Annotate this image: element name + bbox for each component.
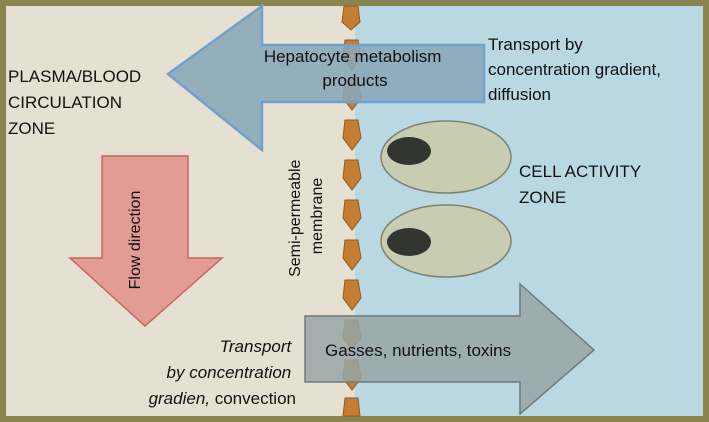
cell-nucleus — [387, 228, 431, 256]
plasma-zone-line: ZONE — [8, 119, 55, 138]
cell-zone-line: CELL ACTIVITY — [519, 162, 641, 181]
metabolism-label-line: products — [322, 71, 387, 90]
nutrients-arrow-label: Gasses, nutrients, toxins — [325, 341, 511, 360]
cell-lower — [380, 204, 512, 278]
flow-arrow-label: Flow direction — [127, 191, 144, 290]
cell-nucleus — [387, 137, 431, 165]
cell-zone-line: ZONE — [519, 188, 566, 207]
transport-out-line: Transport by — [488, 35, 583, 54]
cell-zone-label: CELL ACTIVITY ZONE — [519, 162, 646, 207]
cell-body — [380, 204, 512, 278]
transport-in-italic: gradien, — [149, 389, 210, 408]
metabolism-arrow — [165, 3, 486, 153]
transport-out-line: concentration gradient, — [488, 60, 661, 79]
metabolism-arrow-label: Hepatocyte metabolism products — [264, 47, 446, 90]
membrane-label-line: membrane — [309, 178, 326, 255]
transport-in-label: Transport by concentration gradien, conv… — [149, 337, 296, 408]
transport-out-line: diffusion — [488, 85, 551, 104]
plasma-zone-line: CIRCULATION — [8, 93, 122, 112]
transport-out-label: Transport by concentration gradient, dif… — [488, 35, 666, 104]
membrane-label: Semi-permeable membrane — [287, 155, 326, 277]
membrane-label-line: Semi-permeable — [287, 159, 304, 276]
membrane-pore — [342, 199, 362, 231]
plasma-zone-line: PLASMA/BLOOD — [8, 67, 141, 86]
nutrients-arrow — [304, 282, 596, 416]
plasma-zone-label: PLASMA/BLOOD CIRCULATION ZONE — [8, 67, 146, 138]
membrane-pore — [341, 5, 361, 31]
transport-in-line: Transport — [220, 337, 293, 356]
transport-in-line: gradien, convection — [149, 389, 296, 408]
flow-arrow — [68, 155, 224, 328]
membrane-pore — [342, 159, 362, 191]
metabolism-label-line: Hepatocyte metabolism — [264, 47, 442, 66]
cell-upper — [380, 120, 512, 194]
membrane-pore — [342, 119, 362, 151]
transport-in-line: by concentration — [167, 363, 292, 382]
membrane-pore — [342, 397, 361, 417]
transport-in-rest: convection — [210, 389, 296, 408]
membrane-pore — [342, 279, 362, 311]
membrane-pore — [342, 239, 362, 271]
